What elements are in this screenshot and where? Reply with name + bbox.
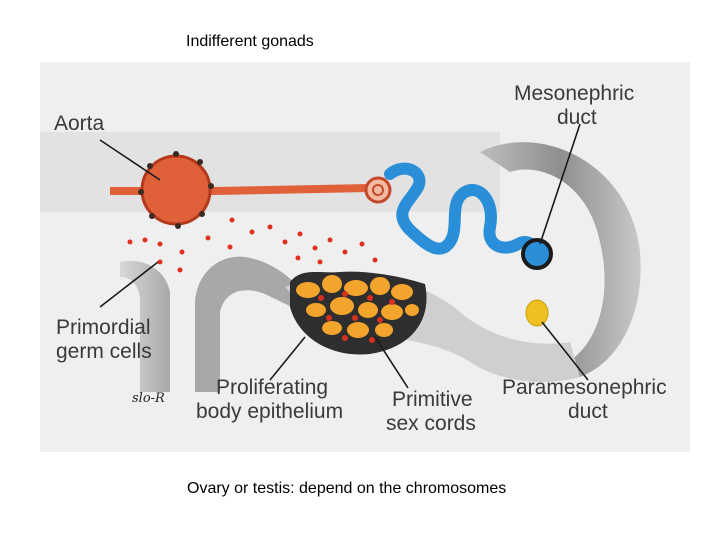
glomerulus xyxy=(364,176,392,204)
label-primordial-line1: Primordial xyxy=(56,316,151,339)
label-proliferating-body-epithelium: Proliferating body epithelium xyxy=(196,376,343,423)
embryo-cross-section-diagram: Aorta Mesonephric duct Primordial germ c… xyxy=(40,62,690,452)
label-proliferating-line1: Proliferating xyxy=(216,376,328,399)
primordial-germ-cells xyxy=(127,217,378,273)
label-primitive-sex-cords: Primitive sex cords xyxy=(386,388,478,435)
label-primitive-line1: Primitive xyxy=(392,388,473,411)
label-mesonephric-line2: duct xyxy=(557,106,597,129)
diagram-caption: Ovary or testis: depend on the chromosom… xyxy=(187,480,507,497)
label-mesonephric-line1: Mesonephric xyxy=(514,82,634,105)
leader-lines xyxy=(99,123,589,389)
mesonephric-tubule xyxy=(384,162,544,260)
label-primitive-line2: sex cords xyxy=(386,412,476,435)
mesentery-ridge xyxy=(195,256,302,392)
label-paramesonephric-line2: duct xyxy=(568,400,608,423)
label-mesonephric-duct: Mesonephric duct xyxy=(514,82,640,129)
paramesonephric-duct-lumen xyxy=(525,299,549,327)
dorsal-body-wall xyxy=(40,132,500,212)
label-primordial-line2: germ cells xyxy=(56,340,152,363)
label-aorta: Aorta xyxy=(54,112,105,135)
diagram-title: Indifferent gonads xyxy=(186,33,314,50)
mesonephros-wall xyxy=(480,142,641,377)
illustrator-signature: slo-R xyxy=(132,391,165,406)
label-primordial-germ-cells: Primordial germ cells xyxy=(56,316,156,363)
left-coelomic-wall xyxy=(120,260,170,392)
label-paramesonephric-line1: Paramesonephric xyxy=(502,376,667,399)
aorta-wall-dots xyxy=(138,151,214,229)
germ-cells-in-gonad xyxy=(318,291,395,343)
label-paramesonephric-duct: Paramesonephric duct xyxy=(502,376,672,423)
primitive-sex-cords xyxy=(296,275,419,338)
mesonephric-duct-lumen xyxy=(521,238,553,270)
label-proliferating-line2: body epithelium xyxy=(196,400,343,423)
